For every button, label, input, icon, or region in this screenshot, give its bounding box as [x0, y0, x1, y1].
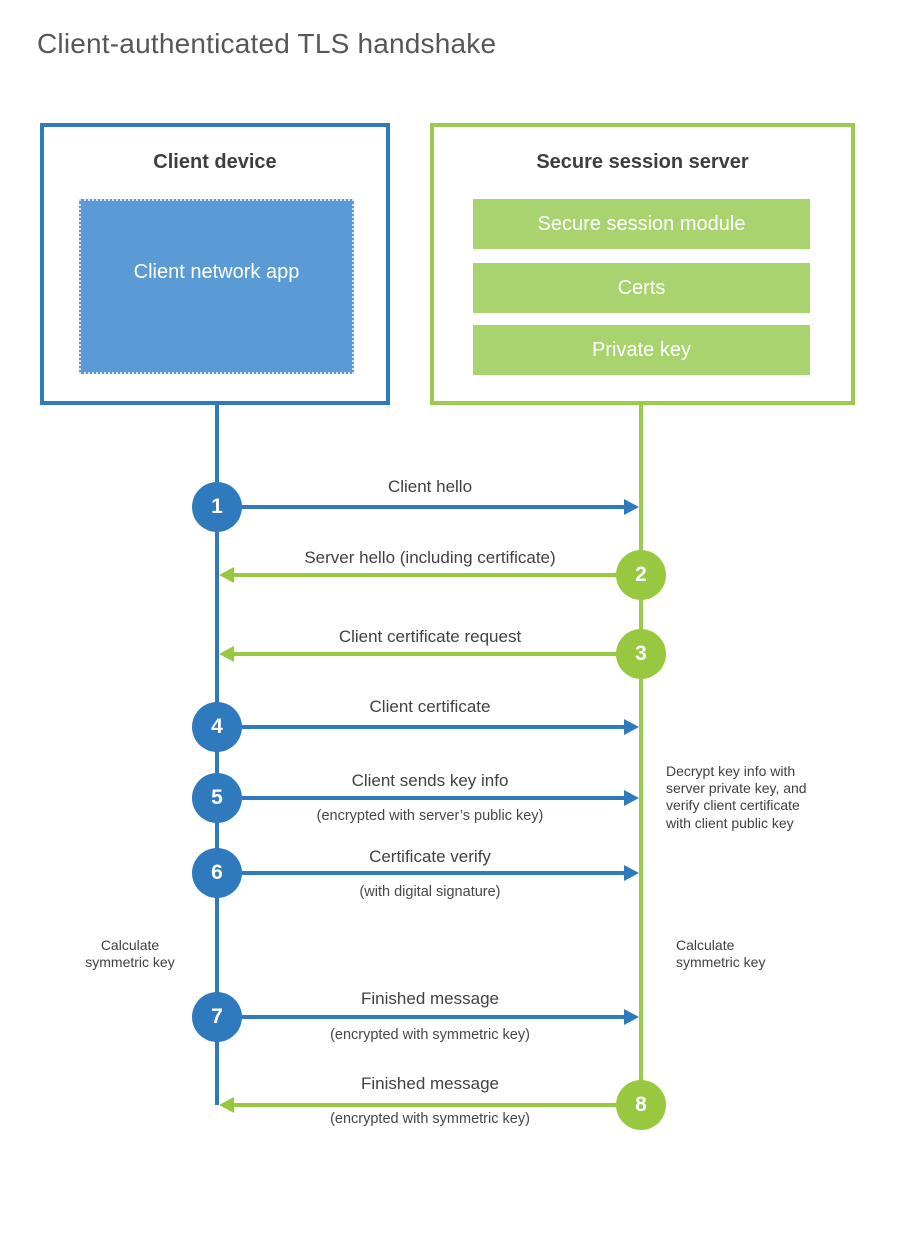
message-label-6: Certificate verify — [369, 847, 491, 866]
server-lifeline — [639, 405, 643, 1081]
server-module-label: Private key — [592, 338, 691, 361]
step-circle-4: 4 — [192, 702, 242, 752]
message-sublabel-8: (encrypted with symmetric key) — [330, 1111, 530, 1127]
step-number: 4 — [211, 715, 223, 738]
note-calculate-symmetric-key-server: Calculate symmetric key — [676, 937, 766, 971]
step-number: 5 — [211, 786, 223, 809]
step-number: 1 — [211, 495, 223, 518]
message-label-7: Finished message — [361, 989, 499, 1008]
arrow-shaft-5 — [242, 796, 624, 800]
page-title: Client-authenticated TLS handshake — [37, 28, 497, 59]
message-label-1: Client hello — [387, 477, 473, 496]
message-sublabel-5: (encrypted with server’s public key) — [316, 808, 544, 824]
arrow-shaft-8 — [234, 1103, 616, 1107]
arrow-head-right-icon — [624, 865, 639, 881]
step-circle-5: 5 — [192, 773, 242, 823]
note-decrypt-key-info: Decrypt key info with server private key… — [666, 763, 807, 831]
client-lifeline — [215, 405, 219, 1105]
server-module-label: Certs — [617, 276, 666, 299]
arrow-shaft-1 — [242, 505, 624, 509]
step-circle-7: 7 — [192, 992, 242, 1042]
message-label-2: Server hello (including certificate) — [304, 548, 556, 567]
arrow-shaft-7 — [242, 1015, 624, 1019]
arrow-head-right-icon — [624, 1009, 639, 1025]
step-circle-8: 8 — [616, 1080, 666, 1130]
arrow-head-right-icon — [624, 790, 639, 806]
message-label-4: Client certificate — [369, 697, 491, 716]
secure-session-server-box: Secure session server Secure session mod… — [430, 123, 855, 405]
secure-session-server-title: Secure session server — [536, 151, 749, 173]
arrow-shaft-2 — [234, 573, 616, 577]
client-device-title: Client device — [153, 151, 277, 173]
step-number: 6 — [211, 861, 223, 884]
step-number: 2 — [635, 563, 647, 586]
step-circle-2: 2 — [616, 550, 666, 600]
server-module-private-key: Private key — [473, 325, 810, 375]
arrow-head-right-icon — [624, 719, 639, 735]
message-sublabel-6: (with digital signature) — [359, 884, 501, 900]
server-module-certs: Certs — [473, 263, 810, 313]
message-label-3: Client certificate request — [338, 627, 522, 646]
server-module-secure-session: Secure session module — [473, 199, 810, 249]
client-network-app-box: Client network app — [79, 199, 354, 374]
arrow-head-left-icon — [219, 1097, 234, 1113]
step-number: 3 — [635, 642, 647, 665]
step-number: 8 — [635, 1093, 647, 1116]
arrow-shaft-6 — [242, 871, 624, 875]
step-circle-6: 6 — [192, 848, 242, 898]
arrow-shaft-4 — [242, 725, 624, 729]
arrow-head-left-icon — [219, 567, 234, 583]
message-label-5: Client sends key info — [351, 771, 509, 790]
client-device-box: Client device Client network app — [40, 123, 390, 405]
arrow-shaft-3 — [234, 652, 616, 656]
arrow-head-right-icon — [624, 499, 639, 515]
note-calculate-symmetric-key-client: Calculate symmetric key — [85, 937, 175, 971]
client-network-app-label: Client network app — [133, 260, 300, 283]
step-circle-3: 3 — [616, 629, 666, 679]
server-module-label: Secure session module — [537, 212, 746, 235]
arrow-head-left-icon — [219, 646, 234, 662]
message-sublabel-7: (encrypted with symmetric key) — [330, 1027, 530, 1043]
step-circle-1: 1 — [192, 482, 242, 532]
message-label-8: Finished message — [361, 1074, 499, 1093]
step-number: 7 — [211, 1005, 223, 1028]
